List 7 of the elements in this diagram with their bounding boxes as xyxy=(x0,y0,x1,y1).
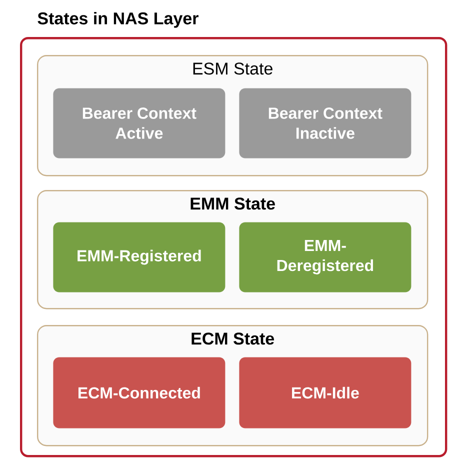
state-box: EMM-Deregistered xyxy=(239,222,412,292)
state-box: ECM-Connected xyxy=(53,357,226,428)
state-box: EMM-Registered xyxy=(53,222,226,292)
state-box: ECM-Idle xyxy=(239,357,412,428)
state-box: Bearer Context Active xyxy=(53,88,226,158)
state-box: Bearer Context Inactive xyxy=(239,88,412,158)
node-label: States in NAS Layer xyxy=(38,12,198,28)
